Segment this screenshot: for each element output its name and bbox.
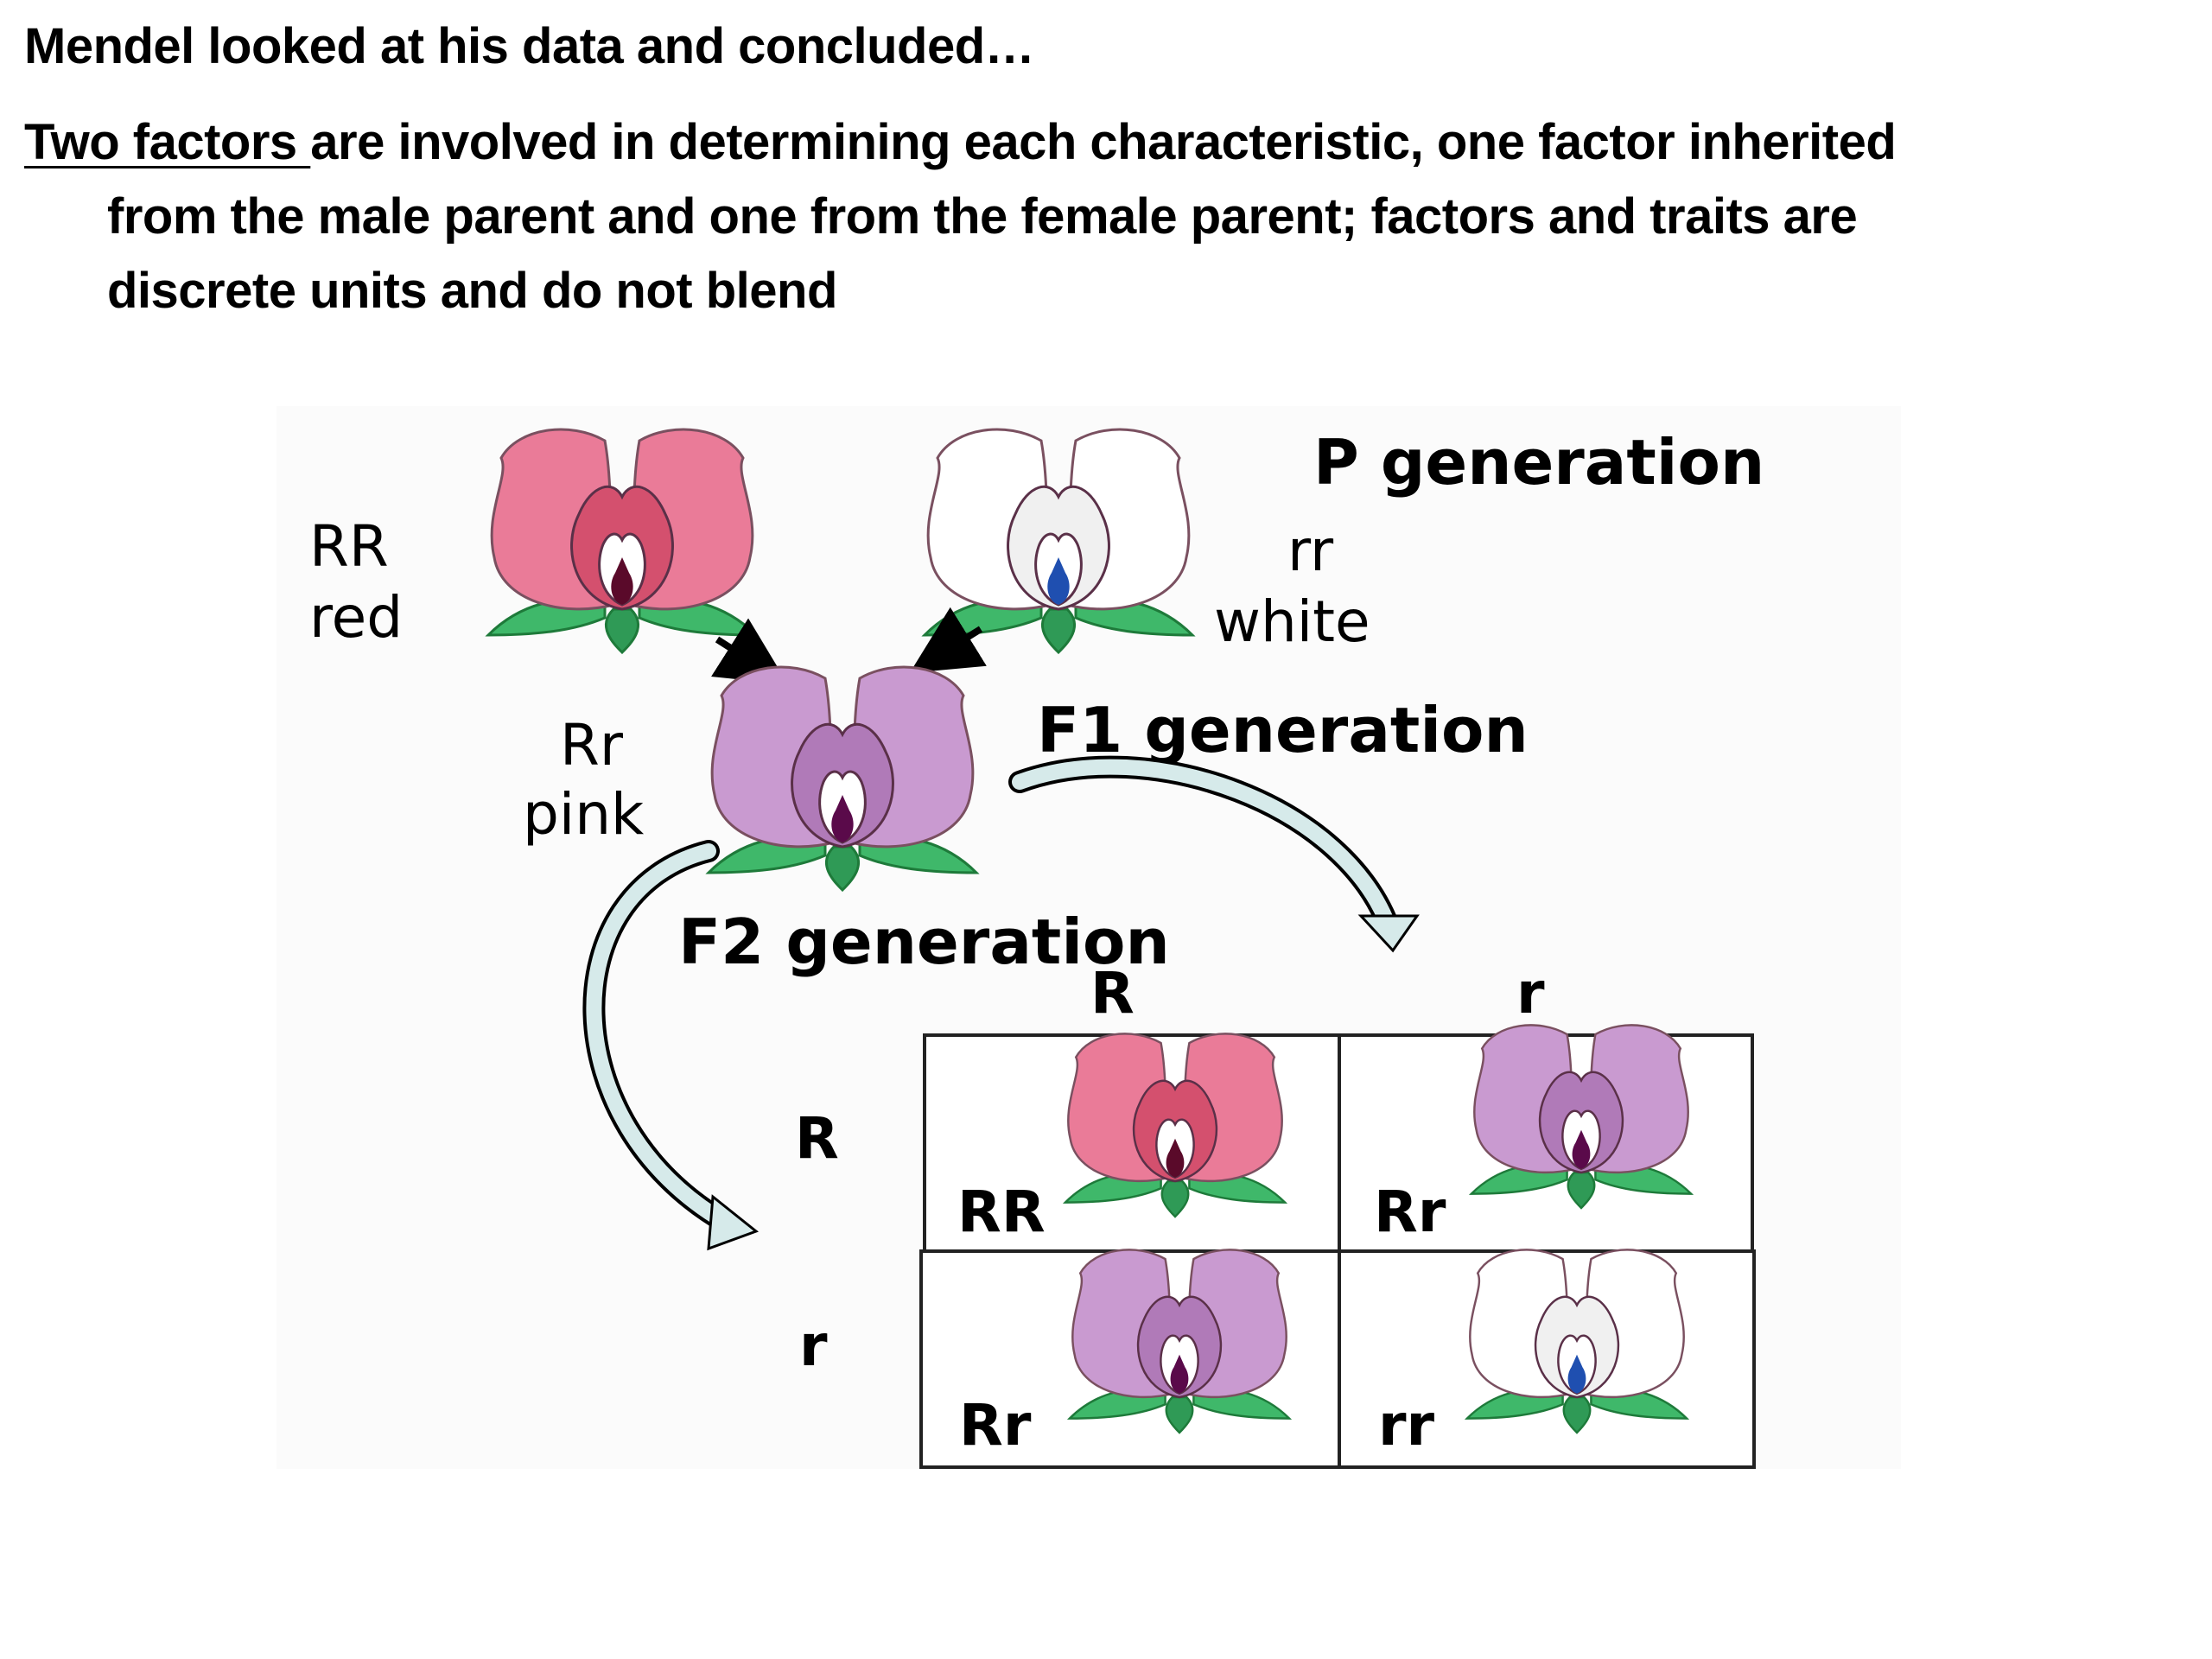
paragraph-line-1-text: are involved in determining each charact… — [310, 114, 1897, 170]
p-generation-label: P generation — [1313, 426, 1764, 499]
punnett-col-allele-2: r — [1516, 960, 1545, 1027]
punnett-pink-flower-icon-2 — [1066, 1249, 1293, 1434]
cross-arrow-left — [711, 618, 788, 685]
slide-heading: Mendel looked at his data and concluded… — [24, 18, 1035, 74]
red-parent-genotype: RR — [309, 513, 389, 580]
paragraph-line-3: discrete units and do not blend — [107, 263, 837, 319]
paragraph-line-2: from the male parent and one from the fe… — [107, 188, 1858, 245]
punnett-row-allele-1: R — [795, 1105, 839, 1172]
punnett-col-allele-1: R — [1090, 960, 1135, 1027]
punnett-cell-2-label: Rr — [1374, 1179, 1446, 1245]
curved-arrow-left-fill — [586, 843, 734, 1230]
white-parent-trait: white — [1214, 588, 1370, 655]
paragraph-line-1: Two factors are involved in determining … — [24, 114, 1897, 170]
curved-arrow-right-head — [1357, 914, 1420, 953]
punnett-cell-3-label: Rr — [959, 1392, 1032, 1459]
f1-genotype: Rr — [560, 712, 624, 779]
punnett-cell-1-label: RR — [957, 1179, 1046, 1245]
punnett-red-flower-icon — [1062, 1033, 1288, 1218]
red-parent-trait: red — [309, 584, 403, 651]
curved-arrow-left-head — [707, 1194, 760, 1251]
punnett-white-flower-icon — [1464, 1249, 1690, 1434]
punnett-cell-4-label: rr — [1378, 1392, 1435, 1459]
cross-arrow-right — [909, 607, 987, 673]
f1-generation-label: F1 generation — [1037, 694, 1529, 766]
punnett-row-allele-2: r — [799, 1313, 828, 1379]
f1-trait: pink — [523, 781, 645, 848]
f2-generation-label: F2 generation — [678, 906, 1170, 978]
red-flower-icon — [485, 428, 760, 655]
pink-flower-icon — [705, 665, 980, 893]
white-parent-genotype: rr — [1287, 518, 1334, 584]
curved-arrow-right-fill — [1012, 759, 1399, 941]
punnett-pink-flower-icon-1 — [1468, 1024, 1694, 1210]
conclusion-paragraph: Two factors are involved in determining … — [24, 105, 2167, 328]
underlined-term: Two factors — [24, 114, 311, 170]
